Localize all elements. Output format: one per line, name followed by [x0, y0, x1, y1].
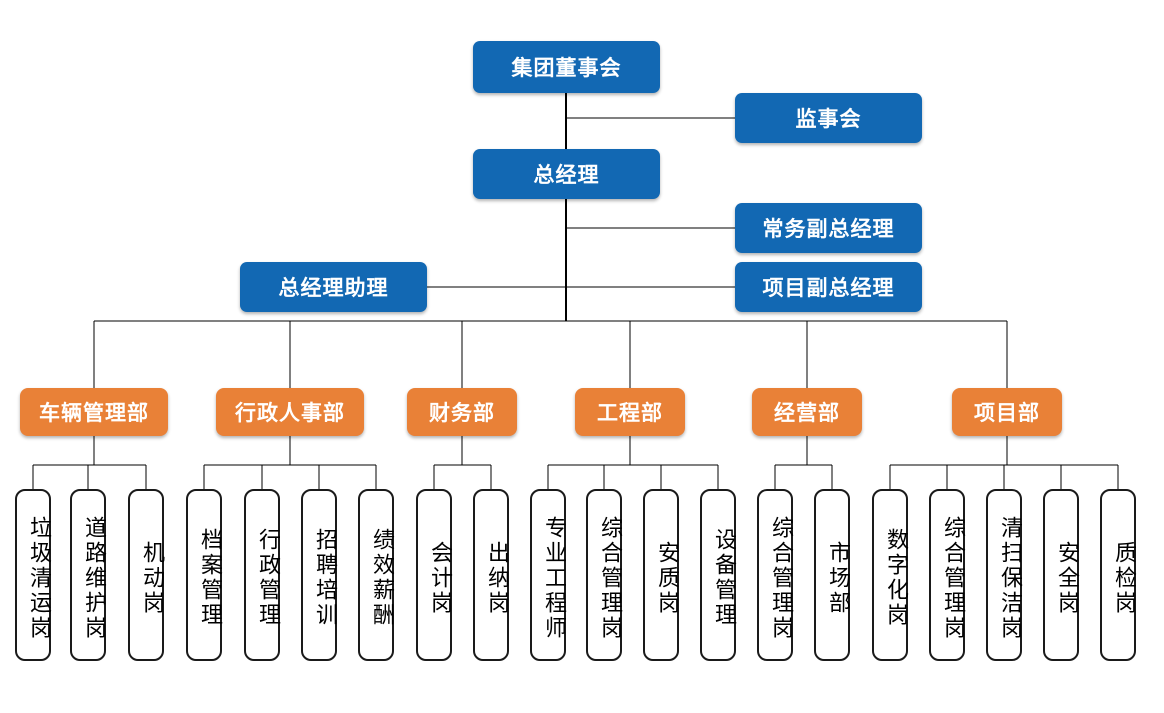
post-item[interactable]: 清扫保洁岗: [986, 489, 1022, 661]
post-item[interactable]: 综合管理岗: [929, 489, 965, 661]
node-executive-vice-gm[interactable]: 常务副总经理: [735, 203, 922, 253]
post-item[interactable]: 档案管理: [186, 489, 222, 661]
post-item[interactable]: 道路维护岗: [70, 489, 106, 661]
post-item[interactable]: 安全岗: [1043, 489, 1079, 661]
post-item[interactable]: 会计岗: [416, 489, 452, 661]
dept-vehicle-management[interactable]: 车辆管理部: [20, 388, 168, 436]
post-item[interactable]: 安质岗: [643, 489, 679, 661]
post-item[interactable]: 垃圾清运岗: [15, 489, 51, 661]
node-general-manager[interactable]: 总经理: [473, 149, 660, 199]
post-item[interactable]: 出纳岗: [473, 489, 509, 661]
post-item[interactable]: 质检岗: [1100, 489, 1136, 661]
node-project-vice-gm[interactable]: 项目副总经理: [735, 262, 922, 312]
post-item[interactable]: 专业工程师: [530, 489, 566, 661]
node-supervisory-board[interactable]: 监事会: [735, 93, 922, 143]
post-item[interactable]: 招聘培训: [301, 489, 337, 661]
node-gm-assistant[interactable]: 总经理助理: [240, 262, 427, 312]
node-board[interactable]: 集团董事会: [473, 41, 660, 93]
dept-finance[interactable]: 财务部: [407, 388, 517, 436]
dept-project[interactable]: 项目部: [952, 388, 1062, 436]
dept-operation[interactable]: 经营部: [752, 388, 862, 436]
post-item[interactable]: 综合管理岗: [586, 489, 622, 661]
dept-admin-hr[interactable]: 行政人事部: [216, 388, 364, 436]
dept-engineering[interactable]: 工程部: [575, 388, 685, 436]
post-item[interactable]: 数字化岗: [872, 489, 908, 661]
post-item[interactable]: 绩效薪酬: [358, 489, 394, 661]
post-item[interactable]: 市场部: [814, 489, 850, 661]
post-item[interactable]: 设备管理: [700, 489, 736, 661]
post-item[interactable]: 行政管理: [244, 489, 280, 661]
post-item[interactable]: 综合管理岗: [757, 489, 793, 661]
post-item[interactable]: 机动岗: [128, 489, 164, 661]
